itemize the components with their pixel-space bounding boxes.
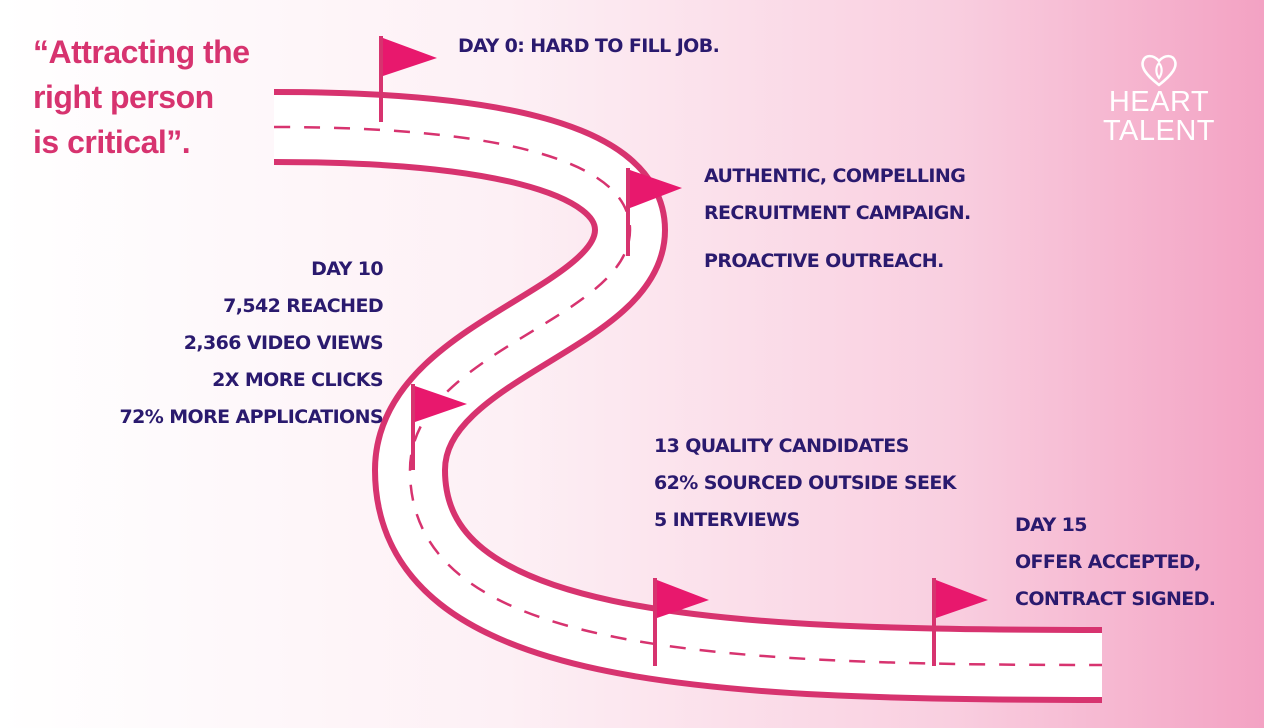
milestone-outreach: PROACTIVE OUTREACH. [704,243,944,280]
logo-word-talent: TALENT [1102,115,1216,147]
headline-quote: “Attracting the right person is critical… [33,30,250,165]
milestone-line: 13 QUALITY CANDIDATES [654,435,909,457]
milestone-line: OFFER ACCEPTED, [1015,551,1201,573]
flag-candidates [653,578,709,666]
milestone-campaign: AUTHENTIC, COMPELLING RECRUITMENT CAMPAI… [704,158,971,232]
flag-day-0 [379,36,437,122]
milestone-line: 72% MORE APPLICATIONS [119,406,384,428]
heart-talent-logo: HEART TALENT [1095,52,1223,146]
milestone-line: 5 INTERVIEWS [654,509,800,531]
milestone-day-0: DAY 0: HARD TO FILL JOB. [458,28,720,65]
milestone-line: RECRUITMENT CAMPAIGN. [704,202,971,224]
milestone-day-15: DAY 15 OFFER ACCEPTED, CONTRACT SIGNED. [1015,507,1216,618]
logo-word-heart: HEART [1108,86,1210,118]
quote-line: is critical”. [33,124,191,160]
milestone-line: AUTHENTIC, COMPELLING [704,165,966,187]
milestone-line: PROACTIVE OUTREACH. [704,250,944,272]
milestone-line: CONTRACT SIGNED. [1015,588,1216,610]
milestone-line: DAY 15 [1015,514,1087,536]
milestone-day-10: DAY 10 7,542 REACHED 2,366 VIDEO VIEWS 2… [119,251,384,436]
milestone-line: DAY 0: HARD TO FILL JOB. [458,35,720,57]
flag-day-10 [411,384,467,470]
road-center-line [273,125,1103,667]
flag-day-15 [932,578,988,666]
milestone-line: 2,366 VIDEO VIEWS [183,332,384,354]
milestone-line: 62% SOURCED OUTSIDE SEEK [654,472,957,494]
heart-outline-icon [1141,54,1177,87]
milestone-line: 2X MORE CLICKS [212,369,383,391]
quote-line: “Attracting the [33,34,250,70]
milestone-candidates: 13 QUALITY CANDIDATES 62% SOURCED OUTSID… [654,428,957,539]
flag-campaign [626,168,682,256]
milestone-line: 7,542 REACHED [223,295,383,317]
quote-line: right person [33,79,214,115]
milestone-line: DAY 10 [311,258,383,280]
